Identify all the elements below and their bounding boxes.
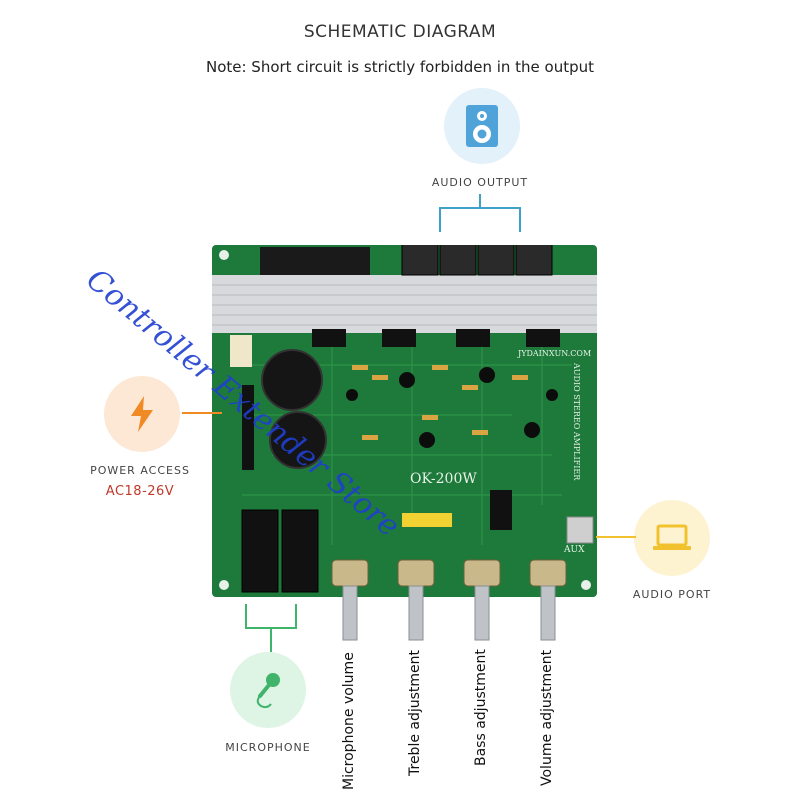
audio-port-label: AUDIO PORT	[632, 588, 712, 601]
microphone-label: MICROPHONE	[225, 741, 311, 754]
potentiometer-1	[331, 559, 369, 641]
knob-label-treble-adjustment: Treble adjustment	[407, 649, 423, 776]
knob-label-volume-adjustment: Volume adjustment	[539, 649, 555, 786]
audio-port-icon-circle	[634, 500, 710, 576]
power-access-voltage: AC18-26V	[105, 484, 175, 499]
knob-label-bass-adjustment: Bass adjustment	[473, 649, 489, 766]
board-aux: AUX	[564, 545, 585, 555]
warning-note: Note: Short circuit is strictly forbidde…	[205, 58, 595, 76]
knob-label-microphone-volume: Microphone volume	[341, 652, 357, 790]
microphone-icon	[256, 673, 280, 709]
page-title: SCHEMATIC DIAGRAM	[303, 22, 497, 42]
microphone-icon-circle	[230, 652, 306, 728]
lightning-icon	[131, 396, 153, 432]
laptop-icon	[653, 524, 691, 550]
audio-port-connector-line	[596, 536, 636, 538]
board-side-text: AUDIO STEREO AMPLIFIER	[572, 363, 581, 481]
potentiometer-2	[397, 559, 435, 641]
power-access-icon-circle	[104, 376, 180, 452]
potentiometer-3	[463, 559, 501, 641]
audio-output-icon-circle	[444, 88, 520, 164]
power-access-connector-line	[182, 412, 222, 414]
board-model: OK-200W	[410, 471, 477, 487]
audio-output-label: AUDIO OUTPUT	[431, 176, 529, 189]
audio-output-bracket	[439, 194, 521, 232]
speaker-icon	[466, 105, 498, 147]
microphone-bracket	[245, 604, 297, 652]
power-access-label: POWER ACCESS	[90, 464, 190, 477]
board-site: JYDAINXUN.COM	[518, 349, 592, 358]
potentiometer-4	[529, 559, 567, 641]
